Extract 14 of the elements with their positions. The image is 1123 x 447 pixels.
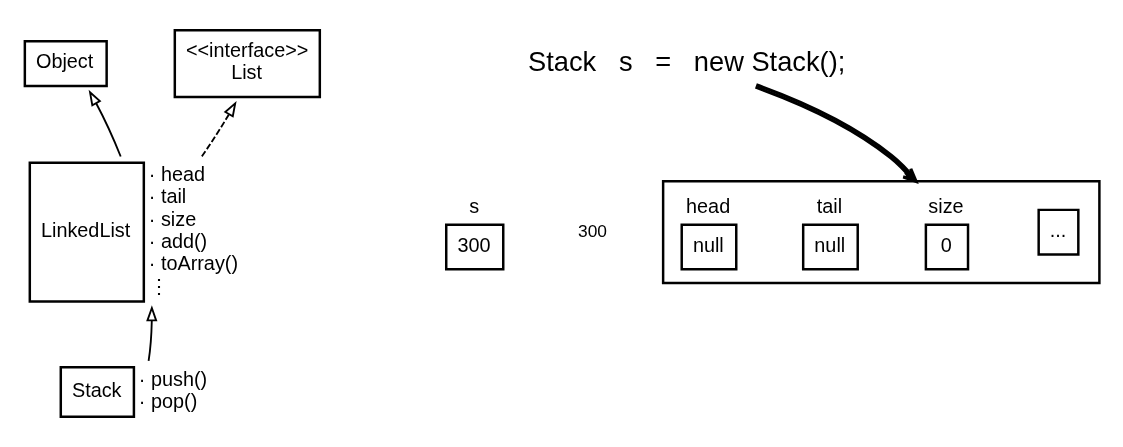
node-label: · add() (148, 230, 208, 253)
label: 300 (578, 220, 607, 241)
node-text: Stack s = new Stack(); (528, 45, 846, 77)
node-label: head (686, 195, 731, 218)
node-label: · push() (138, 367, 208, 390)
node-label: tail (816, 195, 843, 218)
node-label: · toArray() (148, 252, 239, 275)
node-label: · pop() (138, 389, 198, 412)
node-label: size (928, 195, 964, 218)
node-label: · head (148, 163, 206, 186)
node-label: · tail (148, 185, 187, 208)
node-label: · size (148, 207, 197, 230)
node-label: ⋮ (148, 274, 169, 297)
node-label: s (469, 195, 480, 218)
